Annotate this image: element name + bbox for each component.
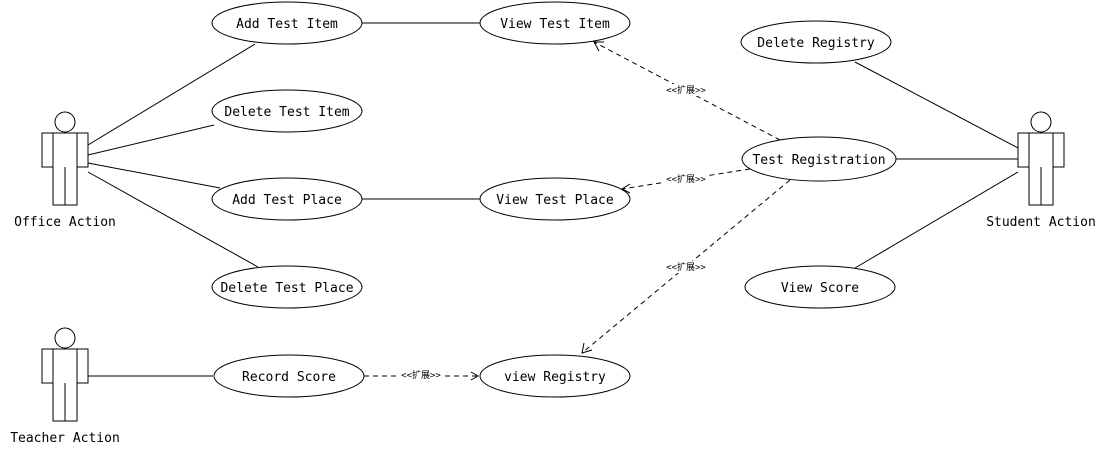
- extend-label: <<扩展>>: [666, 261, 706, 273]
- assoc-office-delete-test-place: [87, 171, 259, 268]
- actor-student[interactable]: Student Action: [986, 111, 1096, 230]
- use-case-delete-test-place[interactable]: Delete Test Place: [211, 265, 363, 309]
- use-case-record-score[interactable]: Record Score: [213, 354, 365, 398]
- use-case-view-score[interactable]: View Score: [744, 265, 896, 309]
- use-case-view-test-place[interactable]: View Test Place: [479, 177, 631, 221]
- actor-head-icon: [1030, 111, 1052, 133]
- actor-head-icon: [54, 111, 76, 133]
- assoc-student-view-score: [854, 171, 1019, 269]
- extend-registration-view-item: [593, 41, 781, 141]
- extend-label: <<扩展>>: [401, 369, 441, 381]
- use-case-label: Test Registration: [752, 153, 885, 168]
- use-case-label: Add Test Place: [232, 193, 342, 208]
- extend-label: <<扩展>>: [666, 173, 706, 185]
- actor-label: Teacher Action: [10, 431, 120, 446]
- actor-left-arm: [41, 132, 54, 168]
- actor-right-arm: [76, 132, 89, 168]
- use-cases: Add Test Item View Test Item Delete Test…: [211, 1, 897, 398]
- extend-label: <<扩展>>: [666, 84, 706, 96]
- actor-head-icon: [54, 327, 76, 349]
- assoc-student-delete-registry: [854, 61, 1019, 149]
- use-case-label: Record Score: [242, 370, 336, 385]
- use-case-label: Delete Test Place: [220, 281, 353, 296]
- use-case-label: View Test Place: [496, 193, 614, 208]
- extend-arrowhead-record-score: [470, 371, 480, 381]
- use-case-label: Delete Registry: [757, 36, 875, 51]
- use-case-view-test-item[interactable]: View Test Item: [479, 1, 631, 45]
- extend-arrowhead-view-item: [593, 41, 604, 52]
- use-case-add-test-item[interactable]: Add Test Item: [211, 1, 363, 45]
- use-case-delete-test-item[interactable]: Delete Test Item: [211, 89, 363, 133]
- associations: [87, 22, 1019, 377]
- use-case-add-test-place[interactable]: Add Test Place: [211, 177, 363, 221]
- use-case-label: Delete Test Item: [224, 105, 349, 120]
- actor-label: Student Action: [986, 215, 1096, 230]
- use-case-label: View Score: [781, 281, 859, 296]
- use-case-label: View Test Item: [500, 17, 610, 32]
- actor-office[interactable]: Office Action: [14, 111, 116, 230]
- extend-arrowhead-view-registry: [581, 342, 593, 354]
- use-case-label: Add Test Item: [236, 17, 338, 32]
- assoc-office-add-test-item: [87, 43, 256, 146]
- use-case-test-registration[interactable]: Test Registration: [741, 136, 897, 182]
- actor-right-arm: [1052, 132, 1065, 168]
- extend-labels: <<扩展>> <<扩展>> <<扩展>> <<扩展>>: [399, 84, 708, 381]
- actor-right-arm: [76, 348, 89, 384]
- actor-left-arm: [1017, 132, 1030, 168]
- actor-left-arm: [41, 348, 54, 384]
- assoc-office-add-test-place: [87, 162, 221, 189]
- actor-label: Office Action: [14, 215, 116, 230]
- use-case-delete-registry[interactable]: Delete Registry: [740, 20, 892, 64]
- actor-teacher[interactable]: Teacher Action: [10, 327, 120, 446]
- use-case-label: view Registry: [504, 370, 606, 385]
- assoc-office-delete-test-item: [87, 124, 215, 156]
- use-case-view-registry[interactable]: view Registry: [479, 354, 631, 398]
